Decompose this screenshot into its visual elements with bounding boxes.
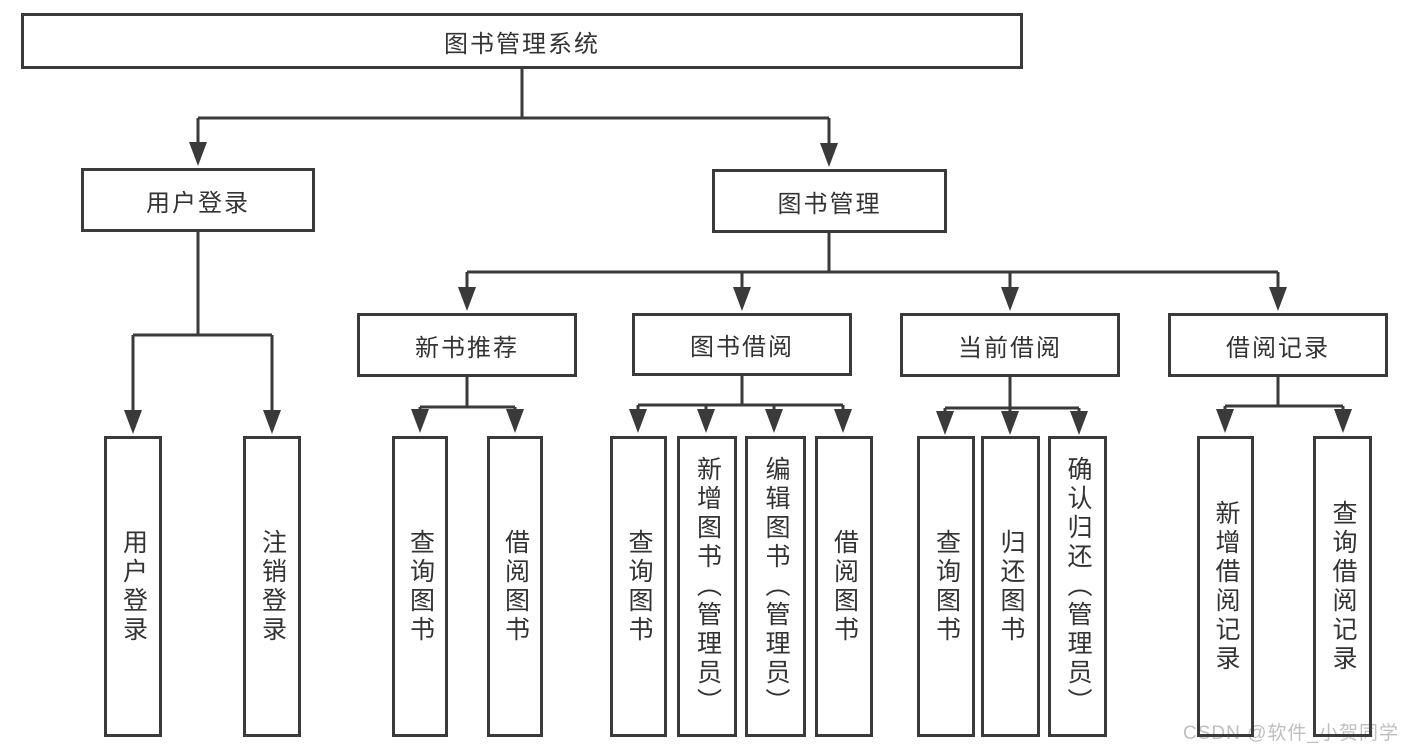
node-book-management-label: 图书管理 — [777, 190, 882, 218]
leaf-query-books: 查询图书 — [917, 436, 975, 737]
connector-new-book-rec-children — [411, 377, 524, 433]
leaf-add-borrow-record: 新增借阅记录 — [1197, 436, 1254, 737]
connector-book-management-groups — [458, 233, 1287, 311]
node-borrowing-records: 借阅记录 — [1168, 313, 1388, 377]
leaf-query-books: 查询图书 — [610, 436, 667, 737]
node-book-management: 图书管理 — [712, 169, 947, 233]
leaf-label: 归还图书 — [997, 528, 1025, 645]
connector-user-login-children — [124, 232, 281, 434]
node-new-book-recommend-label: 新书推荐 — [415, 334, 519, 362]
leaf-label: 查询图书 — [932, 528, 961, 645]
connector-borrow-records-children — [1216, 377, 1352, 433]
node-root-label: 图书管理系统 — [444, 30, 600, 58]
leaf-confirm-return-admin: 确认归还（管理员） — [1048, 436, 1107, 737]
leaf-edit-books-admin: 编辑图书（管理员） — [745, 436, 806, 737]
leaf-query-borrow-record: 查询借阅记录 — [1313, 436, 1372, 737]
leaf-label: 确认归还（管理员） — [1064, 456, 1092, 717]
leaf-logout: 注销登录 — [243, 436, 301, 737]
connector-root-to-level1 — [189, 69, 838, 167]
leaf-label: 编辑图书（管理员） — [762, 456, 790, 717]
leaf-label: 查询图书 — [625, 528, 653, 645]
leaf-label: 注销登录 — [258, 528, 287, 645]
leaf-query-books: 查询图书 — [392, 436, 448, 737]
leaf-return-books: 归还图书 — [981, 436, 1040, 737]
node-book-borrowing: 图书借阅 — [632, 313, 852, 376]
leaf-label: 借阅图书 — [501, 528, 530, 645]
connector-current-borrow-children — [936, 377, 1088, 435]
node-current-borrowing: 当前借阅 — [900, 313, 1120, 377]
leaf-label: 新增借阅记录 — [1212, 499, 1240, 674]
leaf-label: 新增图书（管理员） — [693, 456, 722, 717]
leaf-label: 查询借阅记录 — [1329, 499, 1357, 674]
node-user-login: 用户登录 — [81, 168, 315, 232]
node-root: 图书管理系统 — [21, 13, 1023, 69]
node-new-book-recommend: 新书推荐 — [357, 313, 577, 377]
leaf-label: 查询图书 — [406, 528, 435, 645]
node-user-login-label: 用户登录 — [146, 189, 250, 217]
leaf-add-books-admin: 新增图书（管理员） — [677, 436, 737, 737]
leaf-label: 用户登录 — [119, 528, 148, 645]
leaf-label: 借阅图书 — [830, 528, 859, 645]
leaf-borrow-books: 借阅图书 — [487, 436, 543, 737]
node-borrowing-records-label: 借阅记录 — [1226, 334, 1330, 362]
connector-book-borrowing-children — [629, 376, 852, 433]
leaf-borrow-books: 借阅图书 — [815, 436, 873, 737]
node-current-borrowing-label: 当前借阅 — [958, 334, 1062, 362]
leaf-user-login: 用户登录 — [104, 436, 162, 737]
node-book-borrowing-label: 图书借阅 — [690, 334, 794, 361]
watermark: CSDN @软件_小贺同学 — [1183, 723, 1399, 744]
